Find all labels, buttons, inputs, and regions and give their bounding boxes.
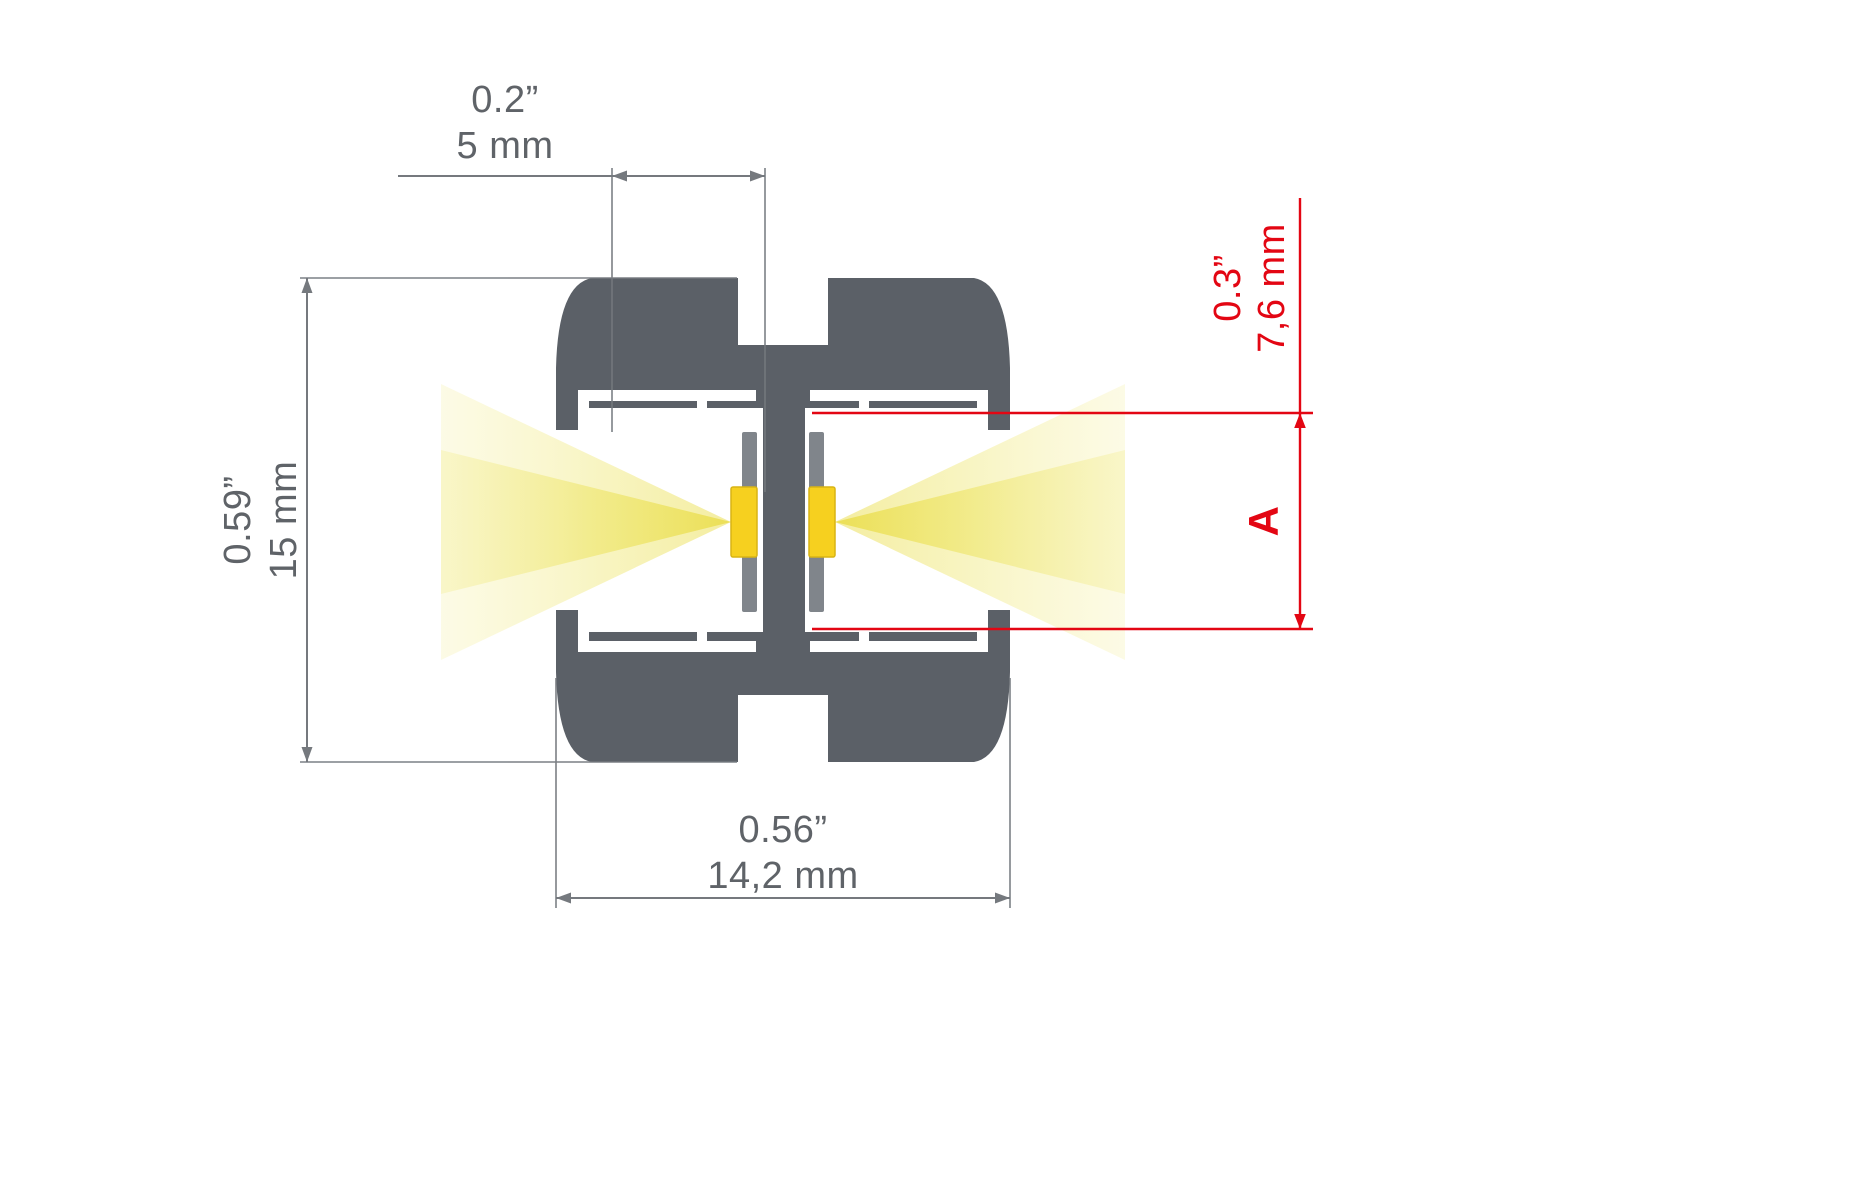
left-dim-metric: 15 mm xyxy=(263,461,305,580)
led-chip-left xyxy=(730,486,758,558)
profile-lip xyxy=(556,408,578,430)
profile-lip xyxy=(988,610,1010,632)
dimension-arrows xyxy=(301,170,1010,904)
channel-groove-lip xyxy=(977,390,988,428)
light-beams xyxy=(441,384,1125,660)
beam-left-inner xyxy=(441,450,731,594)
channel-groove-lip xyxy=(578,614,589,652)
channel-groove xyxy=(578,641,756,652)
red-dimension-labels: 0.3” 7,6 mm A xyxy=(1207,223,1293,536)
right-dim-letter: A xyxy=(1240,506,1287,537)
dimension-labels: 0.2” 5 mm 0.59” 15 mm 0.56” 14,2 mm xyxy=(217,79,858,897)
left-dim-inches: 0.59” xyxy=(217,475,259,564)
profile-lip xyxy=(988,408,1010,430)
channel-groove-step xyxy=(859,390,869,418)
bottom-dim-metric: 14,2 mm xyxy=(707,855,858,897)
arrowhead xyxy=(301,278,313,293)
led-chips xyxy=(730,486,836,558)
right-dim-metric: 7,6 mm xyxy=(1251,223,1293,353)
right-dim-inches: 0.3” xyxy=(1207,254,1249,321)
top-dim-metric: 5 mm xyxy=(457,125,554,167)
channel-grooves xyxy=(578,390,988,652)
channel-groove xyxy=(578,390,756,401)
arrowhead xyxy=(612,170,627,182)
arrowhead xyxy=(1294,413,1306,428)
arrowhead xyxy=(556,892,571,904)
channel-groove xyxy=(810,390,988,401)
channel-groove-step xyxy=(859,624,869,652)
channel-groove-lip xyxy=(578,390,589,428)
arrowhead xyxy=(750,170,765,182)
channel-groove-step xyxy=(697,624,707,652)
channel-groove-step xyxy=(697,390,707,418)
channel-groove xyxy=(810,641,988,652)
red-dimension-arrows xyxy=(1294,413,1306,629)
red-dimensions: 0.3” 7,6 mm A xyxy=(812,198,1313,631)
arrowhead xyxy=(1294,614,1306,629)
bottom-dim-inches: 0.56” xyxy=(738,809,827,851)
extension-lines xyxy=(300,168,1011,908)
channel-groove-lip xyxy=(977,614,988,652)
led-chip-right xyxy=(808,486,836,558)
top-dim-inches: 0.2” xyxy=(471,79,538,121)
profile-lip xyxy=(556,610,578,632)
arrowhead xyxy=(301,747,313,762)
beam-right-inner xyxy=(835,450,1125,594)
gray-dimensions: 0.2” 5 mm 0.59” 15 mm 0.56” 14,2 mm xyxy=(217,79,1011,908)
arrowhead xyxy=(995,892,1010,904)
